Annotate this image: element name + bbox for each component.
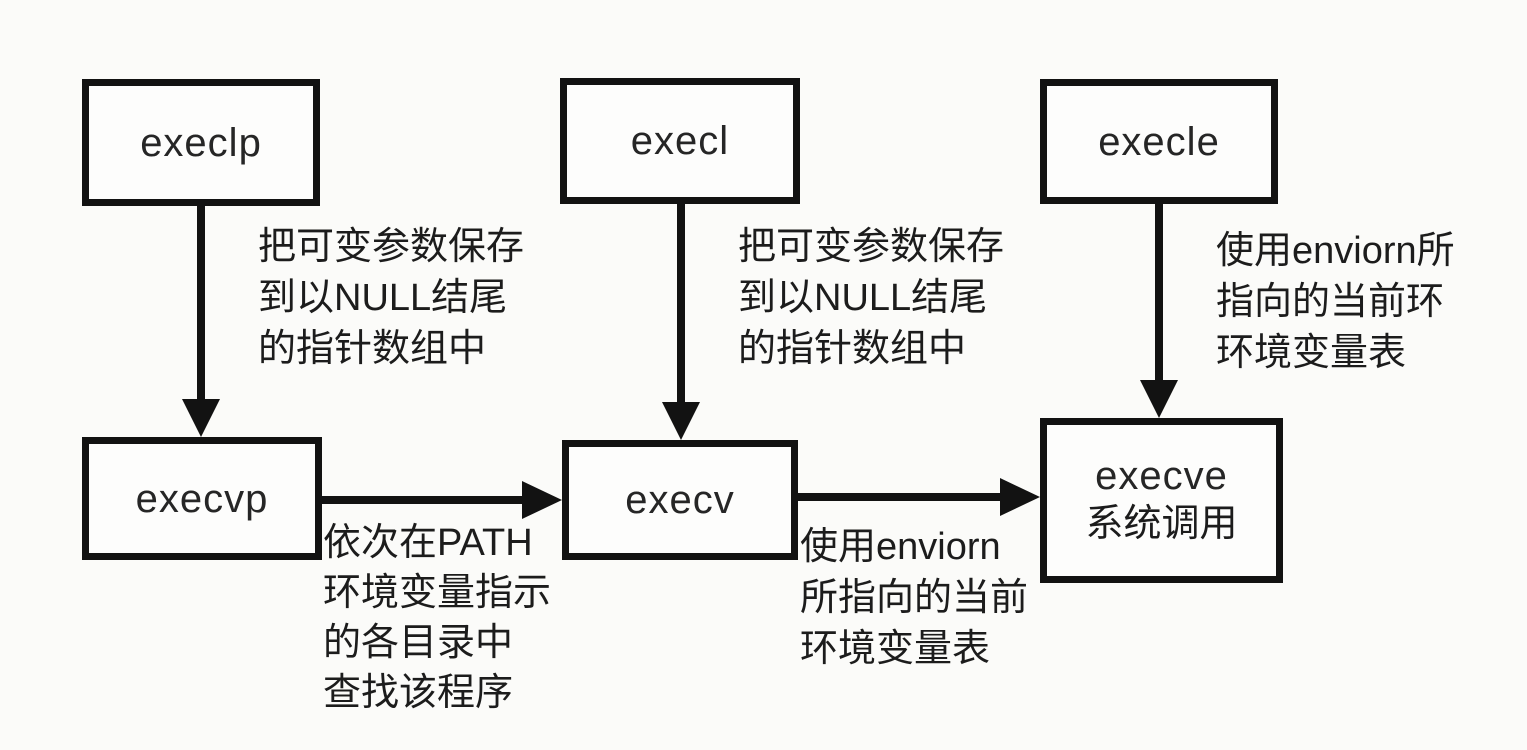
annotation-line: 环境变量指示 (323, 572, 552, 614)
node-execvp: execvp (82, 437, 322, 560)
node-execl-label: execl (630, 119, 730, 163)
arrow-line-execl-execv (677, 200, 685, 403)
annotation-line: 的指针数组中 (258, 328, 487, 370)
arrowhead-execle-execve (1140, 380, 1178, 418)
node-execve-sublabel: 系统调用 (1085, 502, 1238, 545)
annotation-execl-execv: 把可变参数保存 到以NULL结尾 的指针数组中 (738, 222, 1004, 375)
annotation-execle-execve: 使用enviorn所 指向的当前环 环境变量表 (1216, 226, 1455, 379)
annotation-line: 所指向的当前 (800, 577, 1029, 619)
node-execve: execve 系统调用 (1040, 418, 1283, 583)
annotation-line: 到以NULL结尾 (258, 277, 508, 319)
annotation-line: 依次在PATH (323, 522, 533, 564)
node-execle: execle (1040, 79, 1278, 204)
annotation-line: 把可变参数保存 (738, 226, 1005, 268)
annotation-execvp-execv: 依次在PATH 环境变量指示 的各目录中 查找该程序 (323, 518, 551, 718)
arrowhead-execvp-execv (522, 481, 562, 519)
annotation-execv-execve: 使用enviorn 所指向的当前 环境变量表 (800, 522, 1028, 675)
annotation-line: 环境变量表 (1216, 332, 1407, 374)
annotation-execlp-execvp: 把可变参数保存 到以NULL结尾 的指针数组中 (258, 222, 524, 375)
annotation-line: 的指针数组中 (738, 328, 967, 370)
annotation-line: 把可变参数保存 (258, 226, 525, 268)
annotation-line: 的各目录中 (323, 622, 514, 664)
node-execlp: execlp (82, 79, 320, 206)
node-execl: execl (560, 78, 800, 204)
arrowhead-execv-execve (1000, 478, 1040, 516)
annotation-line: 使用enviorn所 (1216, 230, 1455, 272)
annotation-line: 到以NULL结尾 (738, 277, 988, 319)
arrow-line-execlp-execvp (197, 202, 205, 402)
annotation-line: 查找该程序 (323, 672, 514, 714)
annotation-line: 使用enviorn (800, 526, 1001, 568)
node-execvp-label: execvp (135, 476, 269, 521)
annotation-line: 指向的当前环 (1216, 281, 1445, 323)
node-execv: execv (562, 440, 798, 560)
node-execle-label: execle (1098, 119, 1220, 164)
arrow-line-execv-execve (796, 493, 1001, 501)
arrow-line-execvp-execv (320, 496, 523, 504)
node-execv-label: execv (625, 478, 735, 522)
arrowhead-execl-execv (662, 402, 700, 440)
annotation-line: 环境变量表 (800, 628, 991, 670)
node-execve-label: execve (1095, 453, 1228, 498)
node-execlp-label: execlp (140, 120, 262, 165)
arrowhead-execlp-execvp (182, 399, 220, 437)
arrow-line-execle-execve (1155, 200, 1163, 381)
